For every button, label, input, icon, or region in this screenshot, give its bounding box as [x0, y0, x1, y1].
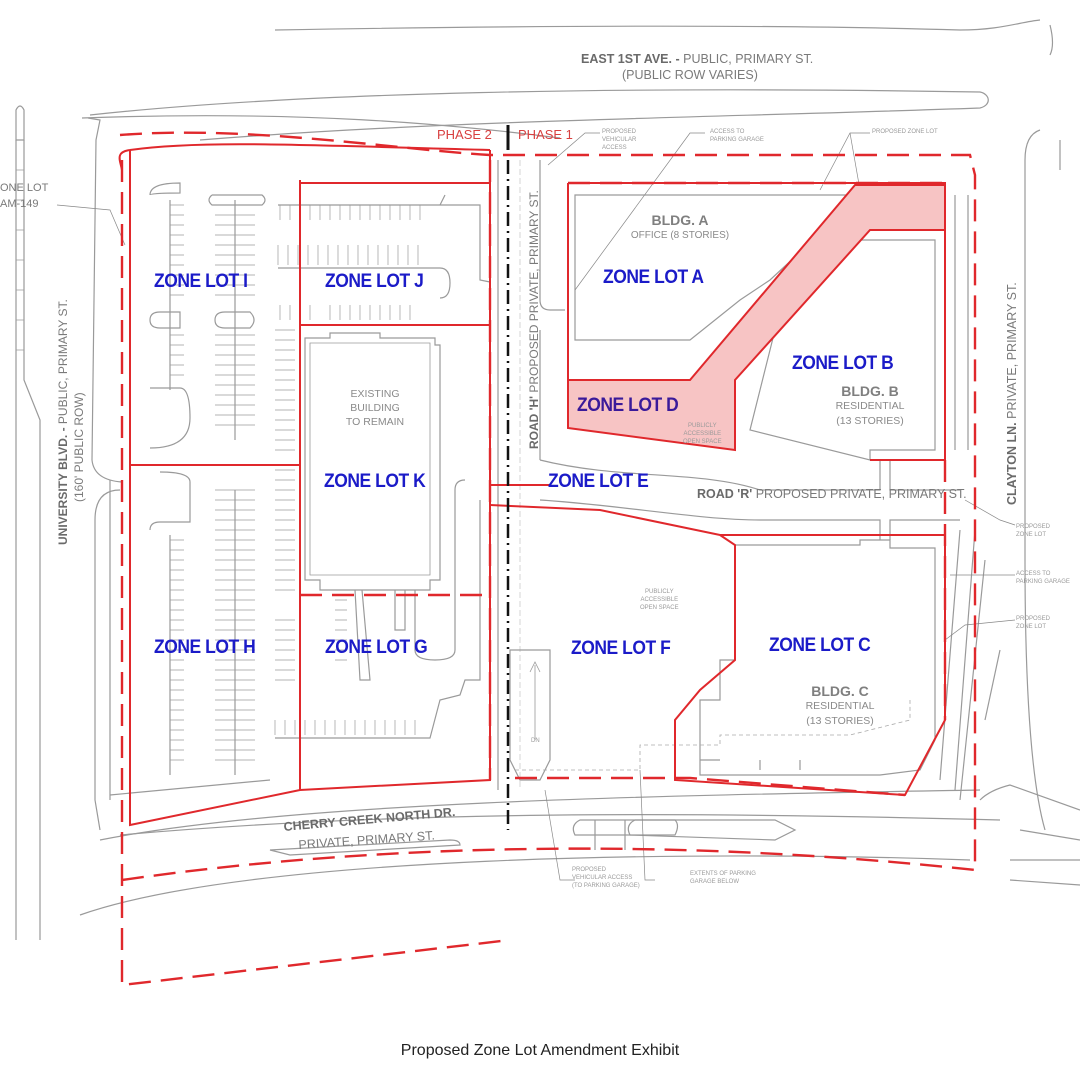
ramp-dn-label: DN: [531, 738, 540, 744]
street-east-1st-ave-rest: PUBLIC, PRIMARY ST.: [679, 52, 814, 66]
note-open-space-d: PUBLICLY ACCESSIBLE OPEN SPACE: [683, 422, 722, 446]
note-proposed-zone-lot-right-2: PROPOSED ZONE LOT: [1016, 615, 1050, 631]
building-a-use: OFFICE (8 STORIES): [630, 230, 730, 241]
zone-lot-e: ZONE LOT E: [548, 471, 649, 492]
note-apg-line1: ACCESS TO: [710, 129, 745, 135]
zone-lot-i: ZONE LOT I: [154, 271, 248, 292]
existing-building-line3: TO REMAIN: [345, 416, 405, 428]
zone-lot-j: ZONE LOT J: [325, 271, 424, 292]
street-east-1st-ave-bold: EAST 1ST AVE. -: [581, 52, 680, 66]
note-epg-line2: GARAGE BELOW: [690, 879, 740, 885]
note-vehicular-access-garage: PROPOSED VEHICULAR ACCESS (TO PARKING GA…: [572, 866, 640, 890]
existing-building-line1: EXISTING: [350, 388, 400, 400]
street-road-r: ROAD 'R' PROPOSED PRIVATE, PRIMARY ST.: [697, 487, 967, 501]
note-vag-line2: VEHICULAR ACCESS: [572, 875, 633, 881]
zone-lot-f: ZONE LOT F: [571, 638, 671, 659]
building-b-stories: (13 STORIES): [836, 415, 904, 427]
note-extents-parking-garage: EXTENTS OF PARKING GARAGE BELOW: [690, 870, 756, 886]
note-vag-line3: (TO PARKING GARAGE): [572, 883, 640, 889]
street-clayton-ln-bold: CLAYTON LN.: [1005, 422, 1019, 505]
street-road-h: ROAD 'H' PROPOSED PRIVATE, PRIMARY ST.: [527, 190, 541, 449]
zone-lot-b: ZONE LOT B: [792, 353, 894, 374]
street-east-1st-ave: EAST 1ST AVE. - PUBLIC, PRIMARY ST.: [581, 52, 813, 66]
note-zone-lot-line1: ONE LOT: [0, 182, 49, 194]
phase-2-label: PHASE 2: [437, 127, 492, 142]
existing-building-label: EXISTING BUILDING TO REMAIN: [330, 387, 420, 429]
note-proposed-zone-lot-right-1: PROPOSED ZONE LOT: [1016, 523, 1050, 539]
street-road-h-rest: PROPOSED PRIVATE, PRIMARY ST.: [527, 190, 541, 396]
note-osf-line1: PUBLICLY: [645, 589, 674, 595]
note-open-space-f: PUBLICLY ACCESSIBLE OPEN SPACE: [640, 588, 679, 612]
street-road-h-bold: ROAD 'H': [527, 395, 541, 449]
existing-building-line2: BUILDING: [350, 402, 400, 414]
note-pva-line2: VEHICULAR: [602, 137, 637, 143]
building-b-label: BLDG. B RESIDENTIAL (13 STORIES): [820, 384, 920, 429]
site-plan-map: [15, 19, 1080, 987]
street-road-r-bold: ROAD 'R': [697, 487, 753, 501]
street-east-1st-ave-row: (PUBLIC ROW VARIES): [622, 68, 758, 82]
street-university-blvd-bold: UNIVERSITY BLVD. -: [56, 427, 70, 545]
building-b-title: BLDG. B: [841, 383, 899, 399]
note-osf-line3: OPEN SPACE: [640, 605, 679, 611]
phase-1-label: PHASE 1: [518, 127, 573, 142]
street-university-row: (160' PUBLIC ROW): [72, 392, 86, 502]
note-zone-lot-am149: ONE LOT AM-149: [0, 180, 48, 212]
street-university-blvd: UNIVERSITY BLVD. - PUBLIC, PRIMARY ST.: [56, 299, 70, 545]
building-c-use: RESIDENTIAL: [805, 700, 875, 712]
note-pzl1-line2: ZONE LOT: [1016, 532, 1047, 538]
note-apgr-line1: ACCESS TO: [1016, 571, 1051, 577]
note-pzl2-line1: PROPOSED: [1016, 616, 1051, 622]
building-b-use: RESIDENTIAL: [835, 400, 905, 412]
zone-lot-c: ZONE LOT C: [769, 635, 871, 656]
zone-lot-d: ZONE LOT D: [577, 395, 679, 416]
street-clayton-ln: CLAYTON LN. PRIVATE, PRIMARY ST.: [1005, 282, 1019, 505]
building-a-label: BLDG. A OFFICE (8 STORIES): [620, 213, 740, 243]
note-zone-lot-line2: AM-149: [0, 198, 39, 210]
note-apgr-line2: PARKING GARAGE: [1016, 579, 1070, 585]
zone-lot-a: ZONE LOT A: [603, 267, 704, 288]
note-pva-line1: PROPOSED: [602, 129, 637, 135]
note-pzl2-line2: ZONE LOT: [1016, 624, 1047, 630]
note-access-parking-garage-top: ACCESS TO PARKING GARAGE: [710, 128, 764, 144]
note-pzl1-line1: PROPOSED: [1016, 524, 1051, 530]
note-epg-line1: EXTENTS OF PARKING: [690, 871, 756, 877]
note-osd-line1: PUBLICLY: [688, 423, 717, 429]
building-c-title: BLDG. C: [811, 683, 869, 699]
zone-lot-d-area: [567, 184, 946, 452]
note-apg-line2: PARKING GARAGE: [710, 137, 764, 143]
note-osd-line3: OPEN SPACE: [683, 439, 722, 445]
building-c-stories: (13 STORIES): [806, 715, 874, 727]
street-road-r-rest: PROPOSED PRIVATE, PRIMARY ST.: [752, 487, 967, 501]
note-proposed-vehicular-access: PROPOSED VEHICULAR ACCESS: [602, 128, 636, 152]
building-a-title: BLDG. A: [651, 212, 709, 228]
zone-lot-h: ZONE LOT H: [154, 637, 256, 658]
zone-lot-g: ZONE LOT G: [325, 637, 428, 658]
building-c-label: BLDG. C RESIDENTIAL (13 STORIES): [790, 684, 890, 729]
note-vag-line1: PROPOSED: [572, 867, 607, 873]
street-clayton-ln-rest: PRIVATE, PRIMARY ST.: [1005, 282, 1019, 423]
note-access-parking-garage-right: ACCESS TO PARKING GARAGE: [1016, 570, 1070, 586]
exhibit-caption: Proposed Zone Lot Amendment Exhibit: [400, 1042, 680, 1059]
street-university-blvd-rest: PUBLIC, PRIMARY ST.: [56, 299, 70, 428]
note-osd-line2: ACCESSIBLE: [683, 431, 722, 437]
zone-lot-k: ZONE LOT K: [324, 471, 426, 492]
note-pva-line3: ACCESS: [602, 145, 627, 151]
note-proposed-zone-lot-top: PROPOSED ZONE LOT: [872, 129, 938, 135]
note-osf-line2: ACCESSIBLE: [640, 597, 679, 603]
